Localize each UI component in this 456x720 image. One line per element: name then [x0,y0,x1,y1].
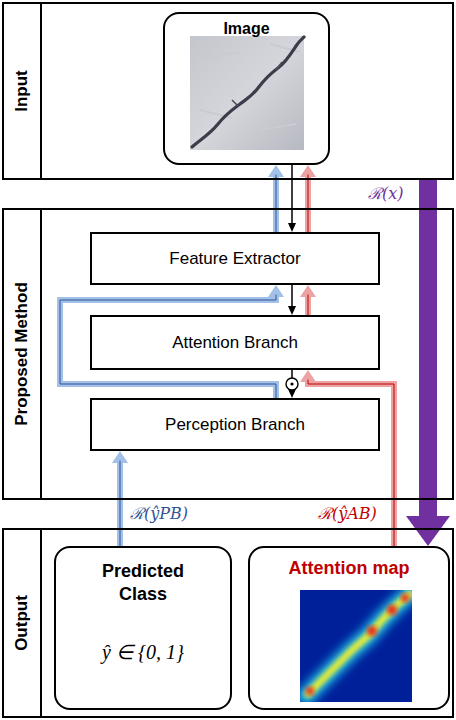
connector-line [305,295,311,315]
panel-box: Predicted Class ŷ ∈ {0, 1} [54,546,232,710]
heatmap-hotspot [367,626,377,636]
heatmap-ground [300,590,412,702]
connector-line [291,285,293,308]
connector [300,370,394,546]
section-label: Input [12,70,32,112]
arrow-head [406,516,450,546]
label-column: Input [4,4,42,178]
label-column: Output [4,530,42,716]
section-label: Output [12,595,32,651]
process-box: Feature Extractor [90,232,380,285]
connector [268,165,284,232]
section-band: Proposed Method Feature ExtractorAttentio… [2,208,454,500]
connector [288,285,296,315]
connector-line [273,175,279,232]
panel-box: Attention map [248,546,450,710]
connector-core [120,461,121,546]
section-band: Output Predicted Class ŷ ∈ {0, 1} Attention… [2,528,454,718]
connector [300,165,316,232]
connector-core [308,295,309,315]
connector-line [291,165,293,225]
process-box: Perception Branch [90,398,380,451]
box-label: Perception Branch [165,415,305,435]
connector [406,180,450,546]
connector-core [308,175,309,232]
label-column: Proposed Method [4,210,42,498]
crack-photo [190,36,304,150]
panel-title: Attention map [289,557,410,580]
heatmap-core [308,594,410,694]
hadamard-operator [286,378,298,390]
connector [300,285,316,315]
section-label: Proposed Method [12,282,32,426]
connector-line [117,461,123,546]
edge-label: ℛ(ŷAB) [316,504,379,523]
connector-line [305,175,311,232]
heatmap-hotspot [306,687,314,695]
crack-branch [232,62,282,106]
heatmap-hotspot [387,605,397,615]
connector-line [419,180,437,522]
heatmap-hotspot [401,594,409,602]
arrow-head [288,306,296,315]
section-band: Input Image [2,2,454,180]
heatmap [300,590,412,702]
hadamard-dot [290,382,293,385]
box-label: Feature Extractor [169,249,300,269]
edge-label: ℛ(ŷPB) [128,504,190,523]
panel-title: Predicted Class [78,560,208,605]
process-box: Attention Branch [90,315,380,370]
box-label: Attention Branch [172,333,298,353]
panel-title: Image [223,19,269,39]
heatmap-glow [306,592,412,696]
photo-texture [196,44,300,130]
crack-line [192,37,304,147]
connector-core [276,175,277,232]
panel-box: Image [163,12,330,165]
photo-ground [190,36,304,150]
arrow-head [288,223,296,232]
math-label: ŷ ∈ {0, 1} [102,640,184,665]
connector [288,165,296,232]
edge-label: ℛ(x) [366,184,406,203]
